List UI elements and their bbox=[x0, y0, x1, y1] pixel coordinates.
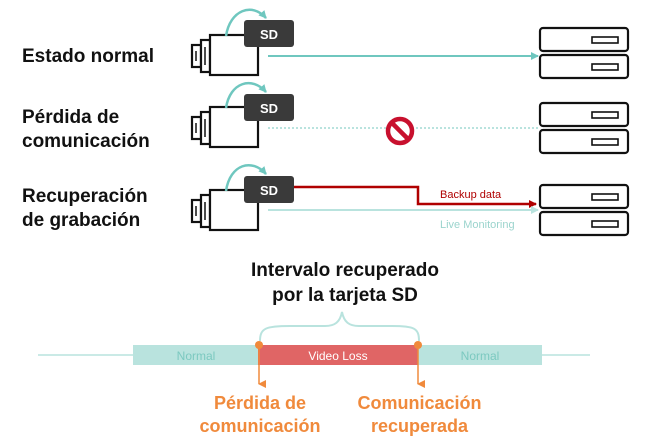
backup-arrow bbox=[294, 185, 537, 208]
bottom-label-line: recuperada bbox=[370, 416, 469, 436]
row-label-line: Recuperación bbox=[22, 186, 148, 207]
bottom-label-line: Comunicación bbox=[357, 393, 482, 413]
backup-label: Backup data bbox=[440, 189, 502, 201]
timeline: Normal Video Loss Normal bbox=[38, 341, 590, 388]
sd-label: SD bbox=[260, 101, 278, 116]
sd-label: SD bbox=[260, 27, 278, 42]
record-arrow bbox=[224, 164, 267, 192]
loss-end-marker bbox=[414, 341, 422, 349]
timeline-video-loss bbox=[258, 345, 418, 365]
timeline-normal-left bbox=[133, 345, 258, 365]
row-estado-normal: SD bbox=[190, 8, 630, 80]
live-monitoring-label: Live Monitoring bbox=[440, 219, 515, 231]
nvr-icon bbox=[538, 26, 630, 80]
interval-brace bbox=[259, 311, 420, 342]
row-label-line: comunicación bbox=[22, 131, 150, 152]
bottom-label-line: comunicación bbox=[199, 416, 321, 436]
bottom-label-line: Pérdida de bbox=[213, 393, 307, 413]
bottom-label-perdida: Pérdida de comunicación bbox=[185, 392, 335, 438]
row-label-line: de grabación bbox=[22, 210, 141, 231]
interval-title: Intervalo recuperado por la tarjeta SD bbox=[200, 258, 490, 308]
row-label-line: Pérdida de bbox=[22, 107, 120, 128]
sd-card-icon bbox=[244, 20, 294, 47]
nvr-icon bbox=[538, 101, 630, 155]
nvr-icon bbox=[538, 183, 630, 237]
row-label-recuperacion: Recuperación de grabación bbox=[22, 185, 148, 233]
no-entry-icon bbox=[385, 116, 415, 146]
timeline-video-loss-label: Video Loss bbox=[308, 349, 367, 363]
record-arrow bbox=[224, 8, 267, 37]
record-arrow bbox=[224, 82, 267, 109]
timeline-normal-right bbox=[418, 345, 542, 365]
row-recuperacion-grabacion: SD Backup data Live Monitoring bbox=[190, 164, 630, 237]
loss-start-marker bbox=[255, 341, 263, 349]
sd-card-icon bbox=[244, 94, 294, 121]
sd-card-icon bbox=[244, 176, 294, 203]
bottom-label-recuperada: Comunicación recuperada bbox=[342, 392, 497, 438]
row-label-estado-normal: Estado normal bbox=[22, 45, 154, 69]
timeline-normal-right-label: Normal bbox=[461, 349, 500, 363]
sd-label: SD bbox=[260, 183, 278, 198]
row-label-perdida: Pérdida de comunicación bbox=[22, 106, 150, 154]
timeline-normal-left-label: Normal bbox=[177, 349, 216, 363]
row-perdida-comunicacion: SD bbox=[190, 82, 630, 155]
interval-title-line: Intervalo recuperado bbox=[251, 260, 439, 281]
row-label-line: Estado normal bbox=[22, 46, 154, 67]
interval-title-line: por la tarjeta SD bbox=[272, 285, 418, 306]
